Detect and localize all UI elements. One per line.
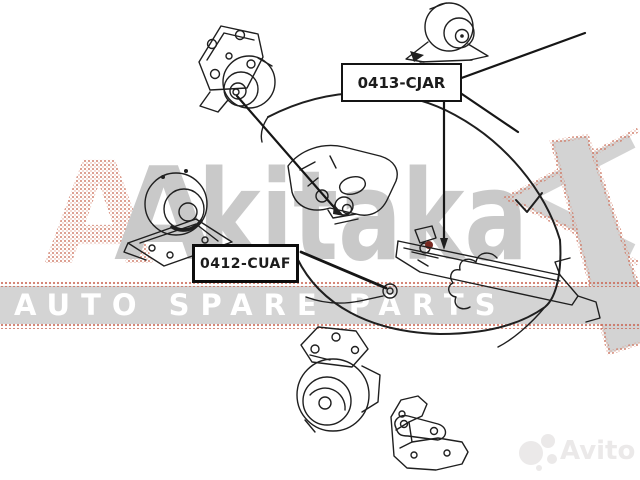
part-code-text: 0412-CUAF [200, 255, 291, 272]
avito-logo-dots [519, 434, 557, 471]
avito-watermark: Avito [514, 430, 636, 472]
part-label-0412-cuaf: 0412-CUAF [192, 244, 299, 283]
akitaka-red-a-mark: A [44, 132, 154, 297]
engine-roll-stopper-drawing [296, 326, 447, 441]
engine-bay-assembly-drawing [260, 91, 601, 348]
part-label-0413-cjar: 0413-CJAR [341, 63, 462, 102]
banner-text: AUTO SPARE PARTS [14, 288, 507, 322]
avito-wordmark: Avito [560, 436, 636, 466]
mount-bracket-bottom-right-drawing [390, 395, 469, 471]
engine-mount-top-left-drawing [198, 25, 276, 113]
part-code-text: 0413-CJAR [357, 73, 446, 92]
banner-top-stripe [0, 281, 640, 287]
leader-lines [235, 31, 587, 290]
auto-spare-parts-banner: AUTO SPARE PARTS [0, 281, 640, 329]
engine-mount-top-right-drawing [405, 2, 489, 63]
engine-mount-left-ring-drawing [123, 169, 233, 267]
banner-bottom-stripe [0, 323, 640, 329]
